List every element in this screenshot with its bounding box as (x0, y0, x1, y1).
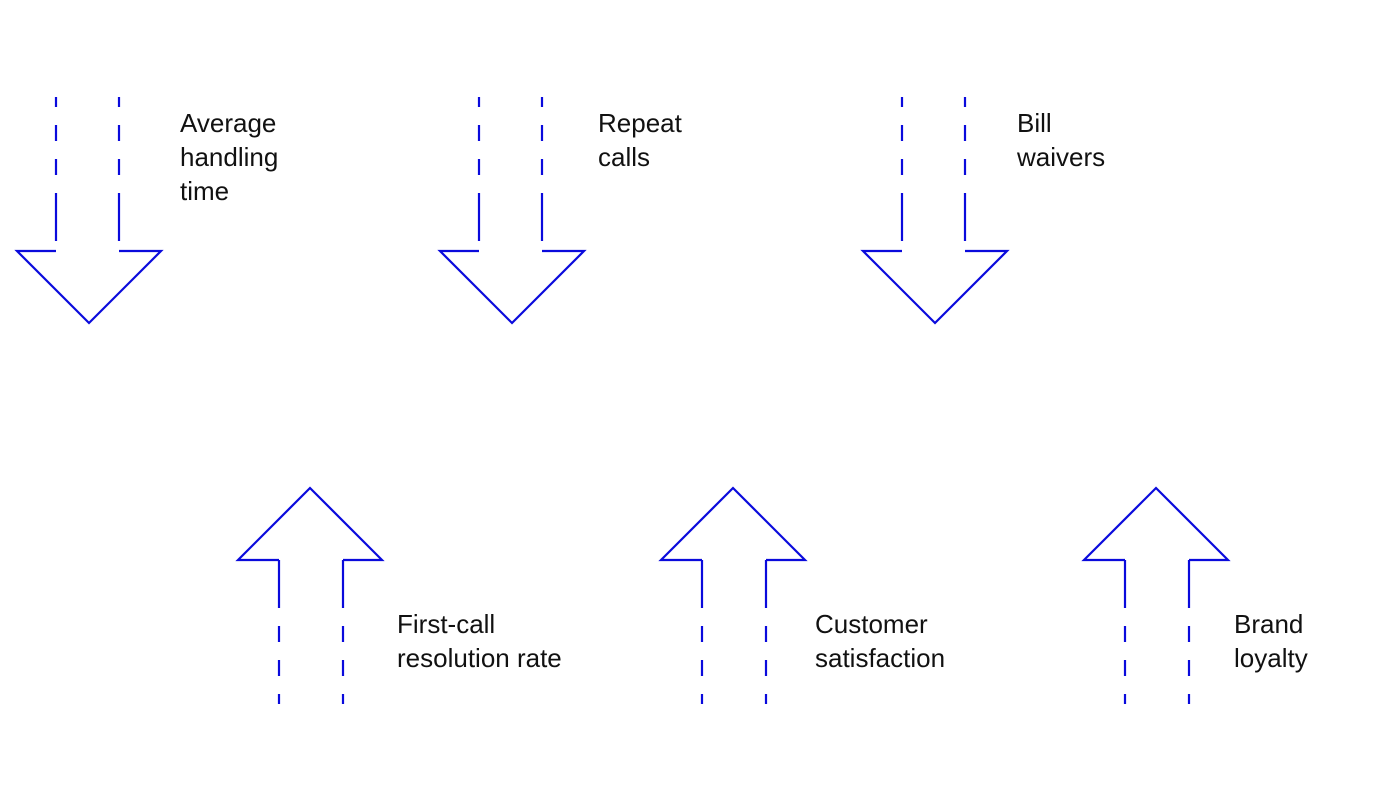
decreasing-metrics-group (14, 97, 1010, 325)
arrow-up-icon-first-call-resolution-rate (235, 486, 385, 714)
arrow-down-icon-bill-waivers (860, 97, 1010, 325)
label-customer-satisfaction: Customer satisfaction (815, 609, 946, 673)
label-bill-waivers: Bill waivers (1017, 108, 1106, 172)
label-first-call-resolution-rate: First-call resolution rate (397, 609, 562, 673)
arrow-down-icon-average-handling-time (14, 97, 164, 325)
arrow-up-icon-customer-satisfaction (658, 486, 808, 714)
label-repeat-calls: Repeat calls (598, 108, 682, 172)
increasing-metrics-group (235, 486, 1231, 714)
label-brand-loyalty: Brand loyalty (1234, 609, 1308, 673)
arrow-up-icon-brand-loyalty (1081, 486, 1231, 714)
label-average-handling-time: Average handling time (180, 108, 279, 206)
arrow-down-icon-repeat-calls (437, 97, 587, 325)
